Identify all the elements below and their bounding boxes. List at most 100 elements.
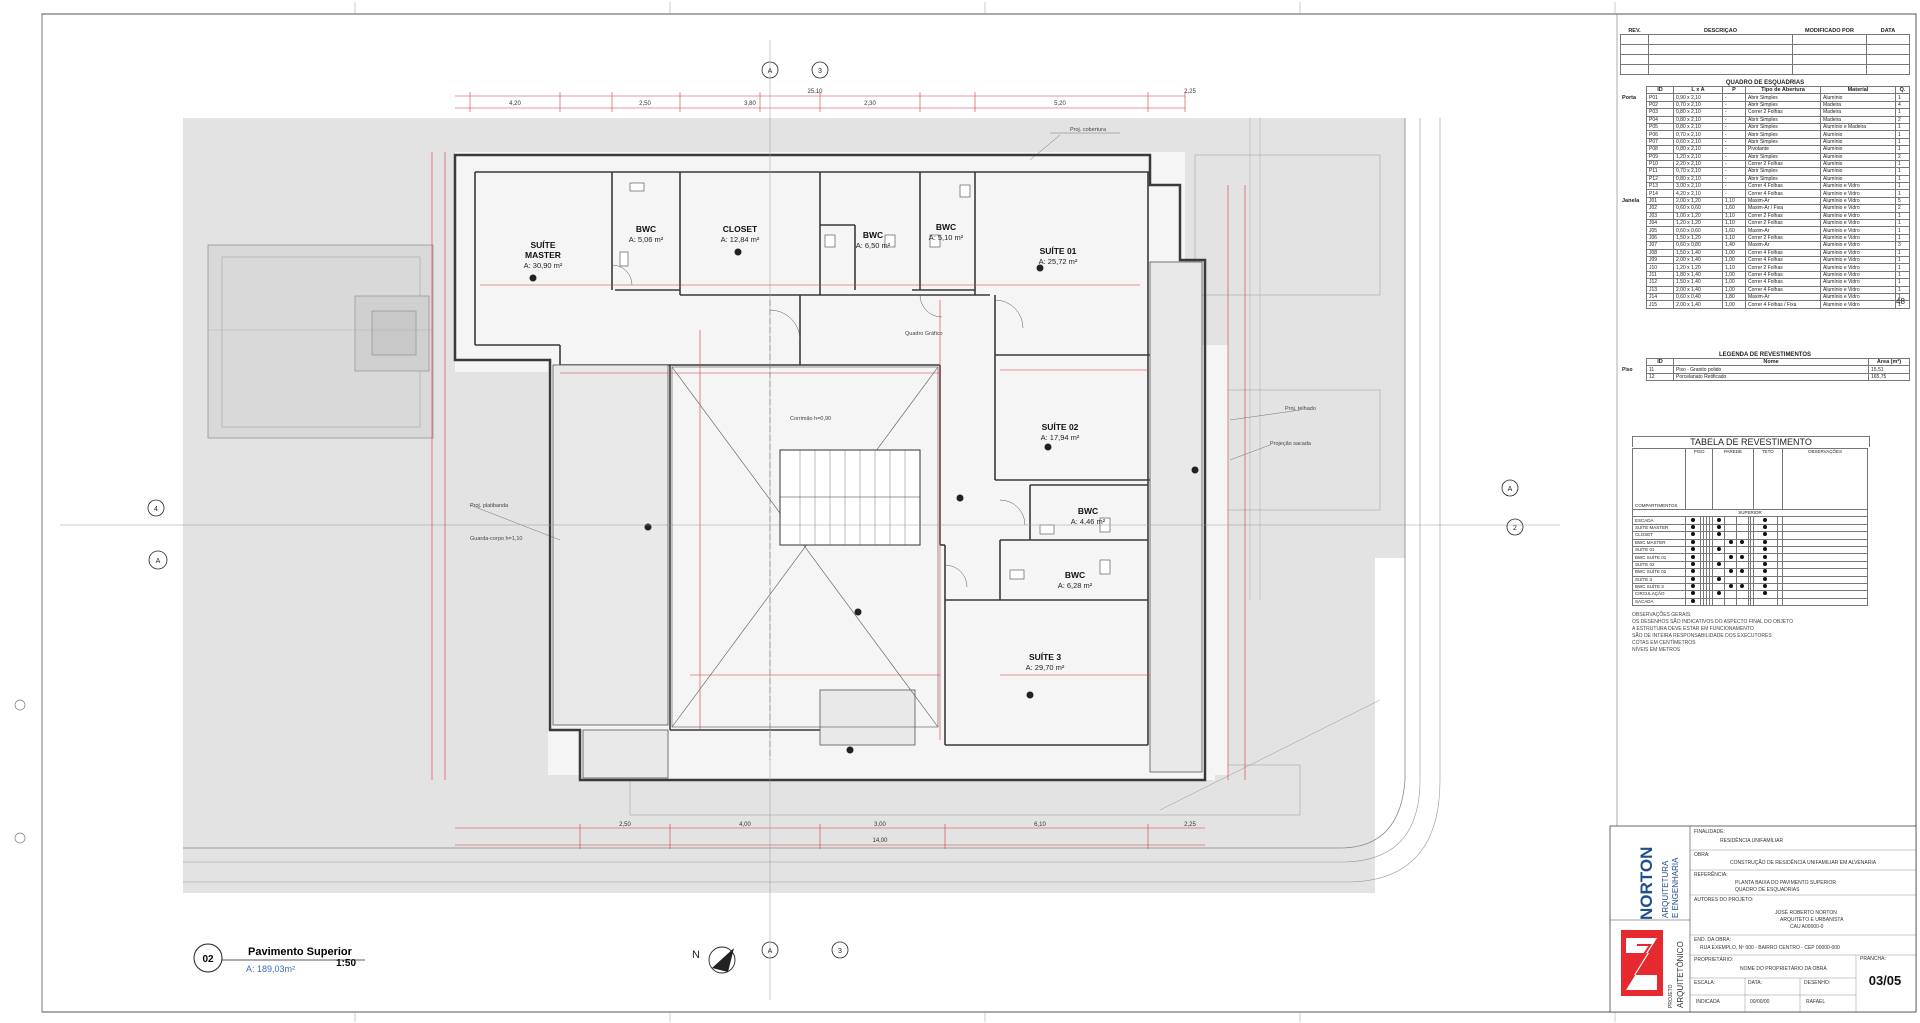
finishes-row: CIRCULAÇÃO: [1632, 590, 1868, 599]
finish-dot-icon: [1691, 599, 1696, 603]
dim-top-3: 2,30: [864, 101, 876, 107]
svg-text:OBRA:: OBRA:: [1694, 852, 1710, 858]
finish-dot-icon: [1691, 540, 1696, 544]
svg-text:A: 17,94 m²: A: 17,94 m²: [1041, 433, 1080, 442]
svg-text:BWC: BWC: [863, 230, 883, 240]
section-mark-bottom-2: 3: [831, 941, 849, 959]
svg-text:A: 5,10 m²: A: 5,10 m²: [929, 233, 964, 242]
room-suite-02: SUÍTE 02 A: 17,94 m²: [1041, 422, 1080, 442]
svg-text:BWC: BWC: [636, 224, 656, 234]
room-suite-master: SUÍTE MASTER A: 30,90 m²: [524, 240, 563, 270]
svg-text:BWC: BWC: [1078, 506, 1098, 516]
svg-text:02: 02: [202, 954, 214, 965]
finish-dot-icon: [1740, 554, 1745, 559]
dim-top-4: 5,20: [1054, 101, 1066, 107]
modified-header: MODIFICADO POR: [1805, 28, 1854, 35]
company-subtitle-1: ARQUITETURA: [1661, 860, 1670, 918]
room-labels: SUÍTE MASTER A: 30,90 m² BWC A: 5,06 m² …: [524, 222, 1106, 672]
finish-dot-icon: [1691, 577, 1696, 581]
room-closet: CLOSET A: 12,84 m²: [721, 224, 760, 244]
finish-dot-icon: [1740, 584, 1745, 589]
project-label: PROJETO: [1668, 984, 1674, 1008]
svg-text:A: A: [1508, 486, 1513, 493]
desc-header: DESCRIÇÃO: [1703, 28, 1737, 35]
svg-text:BWC: BWC: [1065, 570, 1085, 580]
finishes-note: A ESTRUTURA DEVE ESTAR EM FUNCIONAMENTO: [1632, 626, 1754, 633]
finish-dot-icon: [1763, 517, 1768, 522]
svg-text:END. DA OBRA:: END. DA OBRA:: [1694, 937, 1731, 943]
section-mark-4-left: 4: [147, 499, 165, 517]
finish-dot-icon: [1763, 532, 1768, 537]
finishes-row: SACADA: [1632, 597, 1868, 607]
finish-dot-icon: [1691, 569, 1696, 574]
room-bwc-1: BWC A: 5,06 m²: [629, 224, 664, 244]
svg-text:PRANCHA:: PRANCHA:: [1860, 956, 1886, 962]
finishes-row: BWC MASTER: [1632, 538, 1868, 547]
finishes-notes: OBSERVAÇÕES GERAIS:OS DESENHOS SÃO INDIC…: [1632, 612, 1868, 654]
north-arrow-icon: N: [692, 946, 736, 974]
svg-text:3: 3: [818, 68, 822, 75]
finish-dot-icon: [1728, 554, 1733, 559]
finish-dot-icon: [1716, 532, 1721, 537]
finishes-row: BWC SUÍTE 02: [1632, 568, 1868, 577]
note-projecao-sacada: Projeção sacada: [1270, 441, 1312, 447]
svg-text:REFERÊNCIA:: REFERÊNCIA:: [1694, 870, 1728, 878]
svg-text:RAFAEL: RAFAEL: [1806, 999, 1825, 1005]
svg-text:Pavimento Superior: Pavimento Superior: [248, 946, 353, 958]
company-name: NORTON: [1637, 847, 1656, 920]
svg-text:DESENHO:: DESENHO:: [1804, 980, 1830, 986]
section-mark-a-right: A: [1501, 479, 1519, 497]
section-mark-a-left: A: [148, 550, 168, 570]
finish-dot-icon: [1716, 591, 1721, 596]
finish-dot-icon: [1763, 554, 1768, 559]
svg-text:N: N: [692, 949, 700, 961]
finish-dot-icon: [1728, 584, 1733, 589]
svg-text:A: 6,50 m²: A: 6,50 m²: [856, 241, 891, 250]
dim-bottom-2: 3,00: [874, 822, 886, 828]
svg-text:RUA EXEMPLO, Nº 000 - BAIRRO C: RUA EXEMPLO, Nº 000 - BAIRRO CENTRO - CE…: [1700, 945, 1840, 951]
svg-text:A: 189,03m²: A: 189,03m²: [246, 964, 295, 974]
finishes-row: CLOSET: [1632, 531, 1868, 540]
svg-text:PLANTA BAIXA DO PAVIMENTO SUPE: PLANTA BAIXA DO PAVIMENTO SUPERIOR: [1735, 880, 1836, 886]
finishes-table-title: TABELA DE REVESTIMENTO: [1632, 436, 1870, 447]
svg-text:ARQUITETO E URBANISTA: ARQUITETO E URBANISTA: [1780, 917, 1844, 923]
room-bwc-3: BWC A: 5,10 m²: [929, 222, 964, 242]
svg-text:AUTORES DO PROJETO:: AUTORES DO PROJETO:: [1694, 897, 1753, 903]
svg-text:00/00/00: 00/00/00: [1750, 999, 1770, 1005]
finish-dot-icon: [1728, 569, 1733, 574]
svg-text:CAU A00000-0: CAU A00000-0: [1790, 924, 1824, 930]
finish-dot-icon: [1716, 547, 1721, 552]
dim-top-total: 25,10: [807, 89, 823, 95]
level-markers: [529, 248, 1199, 754]
finish-dot-icon: [1716, 562, 1721, 566]
finish-dot-icon: [1763, 562, 1768, 566]
finish-dot-icon: [1691, 591, 1696, 596]
svg-text:SUÍTE 3: SUÍTE 3: [1029, 652, 1061, 662]
svg-text:A: 6,28 m²: A: 6,28 m²: [1058, 581, 1093, 590]
dim-top-5: 2,25: [1184, 89, 1196, 95]
company-logo: [1621, 930, 1663, 996]
svg-text:A: 4,46 m²: A: 4,46 m²: [1071, 517, 1106, 526]
finish-dot-icon: [1691, 532, 1696, 537]
dim-bottom-4: 2,25: [1184, 822, 1196, 828]
window-door-schedule-title: QUADRO DE ESQUADRIAS: [1725, 80, 1805, 86]
finishes-row: SUÍTE 3: [1632, 575, 1868, 584]
finish-dot-icon: [1691, 554, 1696, 559]
note-quadro-grafico: Quadro Gráfico: [905, 331, 943, 337]
dim-bottom-total: 14,00: [872, 838, 888, 844]
finishes-note: OS DESENHOS SÃO INDICATIVOS DO ASPECTO F…: [1632, 619, 1793, 626]
